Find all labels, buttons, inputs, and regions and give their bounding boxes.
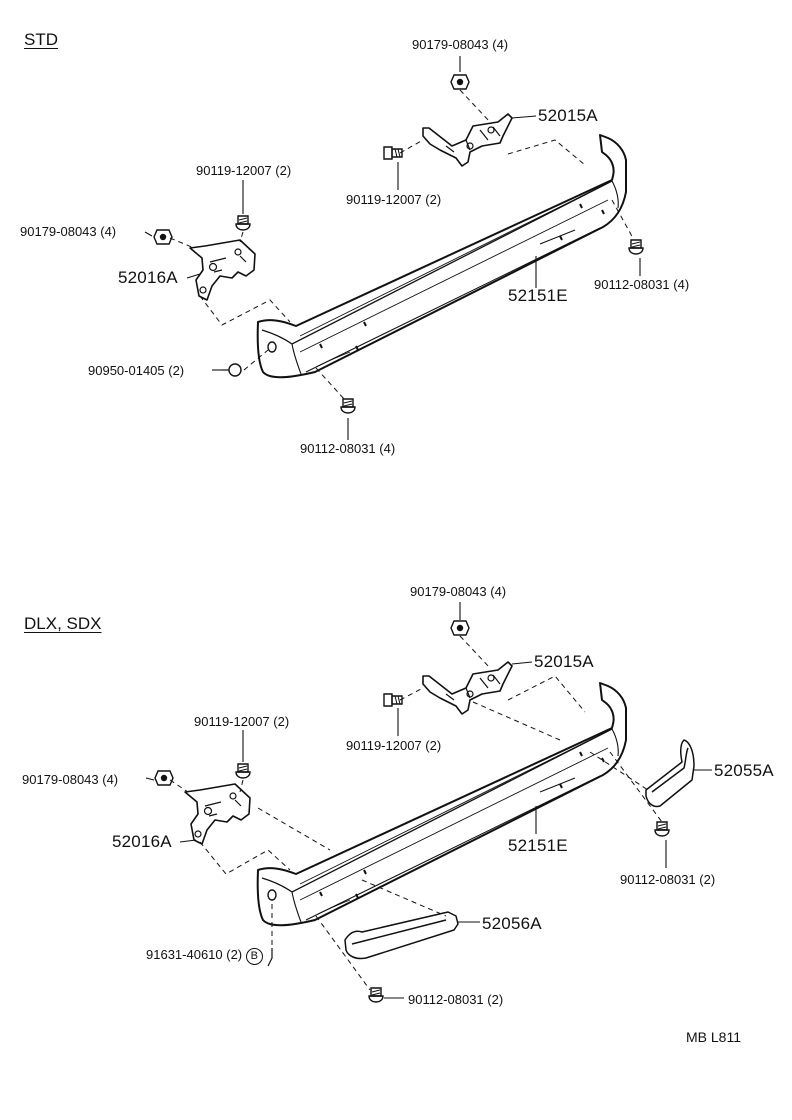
label-nut-left-std: 90179-08043 (4) [20,224,117,239]
label-bolt-right-std: 90119-12007 (2) [346,192,442,207]
bolt-left-top-std [235,215,251,231]
label-ticks-std [144,56,641,440]
pad-right-dlx [645,739,695,808]
clip-dlx [267,948,273,967]
label-bracket-left-std: 52016A [118,268,178,287]
bracket-left-std [189,239,256,301]
nut-left-dlx [154,770,174,786]
label-nut-top-dlx: 90179-08043 (4) [410,584,507,599]
std-diagram [144,56,644,440]
nut-left-std [153,229,173,245]
label-bumper-std: 52151E [508,286,568,305]
label-bolt-right-end-std: 90112-08031 (4) [594,277,690,292]
bolt-bottom-std [340,398,356,414]
clip-ref-circle: B [245,948,263,965]
bolt-left-top-dlx [235,763,251,779]
dlx-sdx-diagram [145,602,712,1003]
label-bolt-bottom-dlx: 90112-08031 (2) [408,992,504,1007]
bumper-dlx [256,682,627,927]
pad-left-dlx [344,911,459,960]
bumper-std [256,134,627,379]
bracket-right-std [422,113,513,167]
bracket-right-dlx [422,661,513,715]
label-bolt-left-top-dlx: 90119-12007 (2) [194,714,290,729]
bracket-left-dlx [184,783,251,845]
label-bumper-dlx: 52151E [508,836,568,855]
label-clip-dlx: 91631-40610 (2) B [146,947,263,965]
leader-lines-std [169,89,635,401]
nut-top-dlx [450,620,470,636]
bolt-bottom-dlx [368,987,384,1003]
label-ticks-dlx [145,602,712,999]
nut-top-std [450,74,470,90]
bolt-right-dlx [383,693,403,707]
clip-dlx-part-number: 91631-40610 (2) [146,947,243,962]
label-bolt-left-top-std: 90119-12007 (2) [196,163,292,178]
section-title-std: STD [24,30,58,49]
label-nut-left-dlx: 90179-08043 (4) [22,772,119,787]
section-title-dlx-sdx: DLX, SDX [24,614,102,633]
label-bracket-right-std: 52015A [538,106,598,125]
clip-std [222,363,242,377]
label-pad-left-dlx: 52056A [482,914,542,933]
label-bolt-bottom-std: 90112-08031 (4) [300,441,396,456]
bolt-right-std [383,146,403,160]
label-nut-top-std: 90179-08043 (4) [412,37,509,52]
label-clip-std: 90950-01405 (2) [88,363,185,378]
bolt-right-end-dlx [654,821,670,837]
label-bracket-left-dlx: 52016A [112,832,172,851]
bolt-right-end-std [628,239,644,255]
label-pad-right-dlx: 52055A [714,761,774,780]
label-bracket-right-dlx: 52015A [534,652,594,671]
figure-reference-code: MB L811 [686,1029,741,1045]
label-bolt-right-dlx: 90119-12007 (2) [346,738,442,753]
leader-lines-dlx [169,635,663,991]
label-bolt-right-end-dlx: 90112-08031 (2) [620,872,716,887]
